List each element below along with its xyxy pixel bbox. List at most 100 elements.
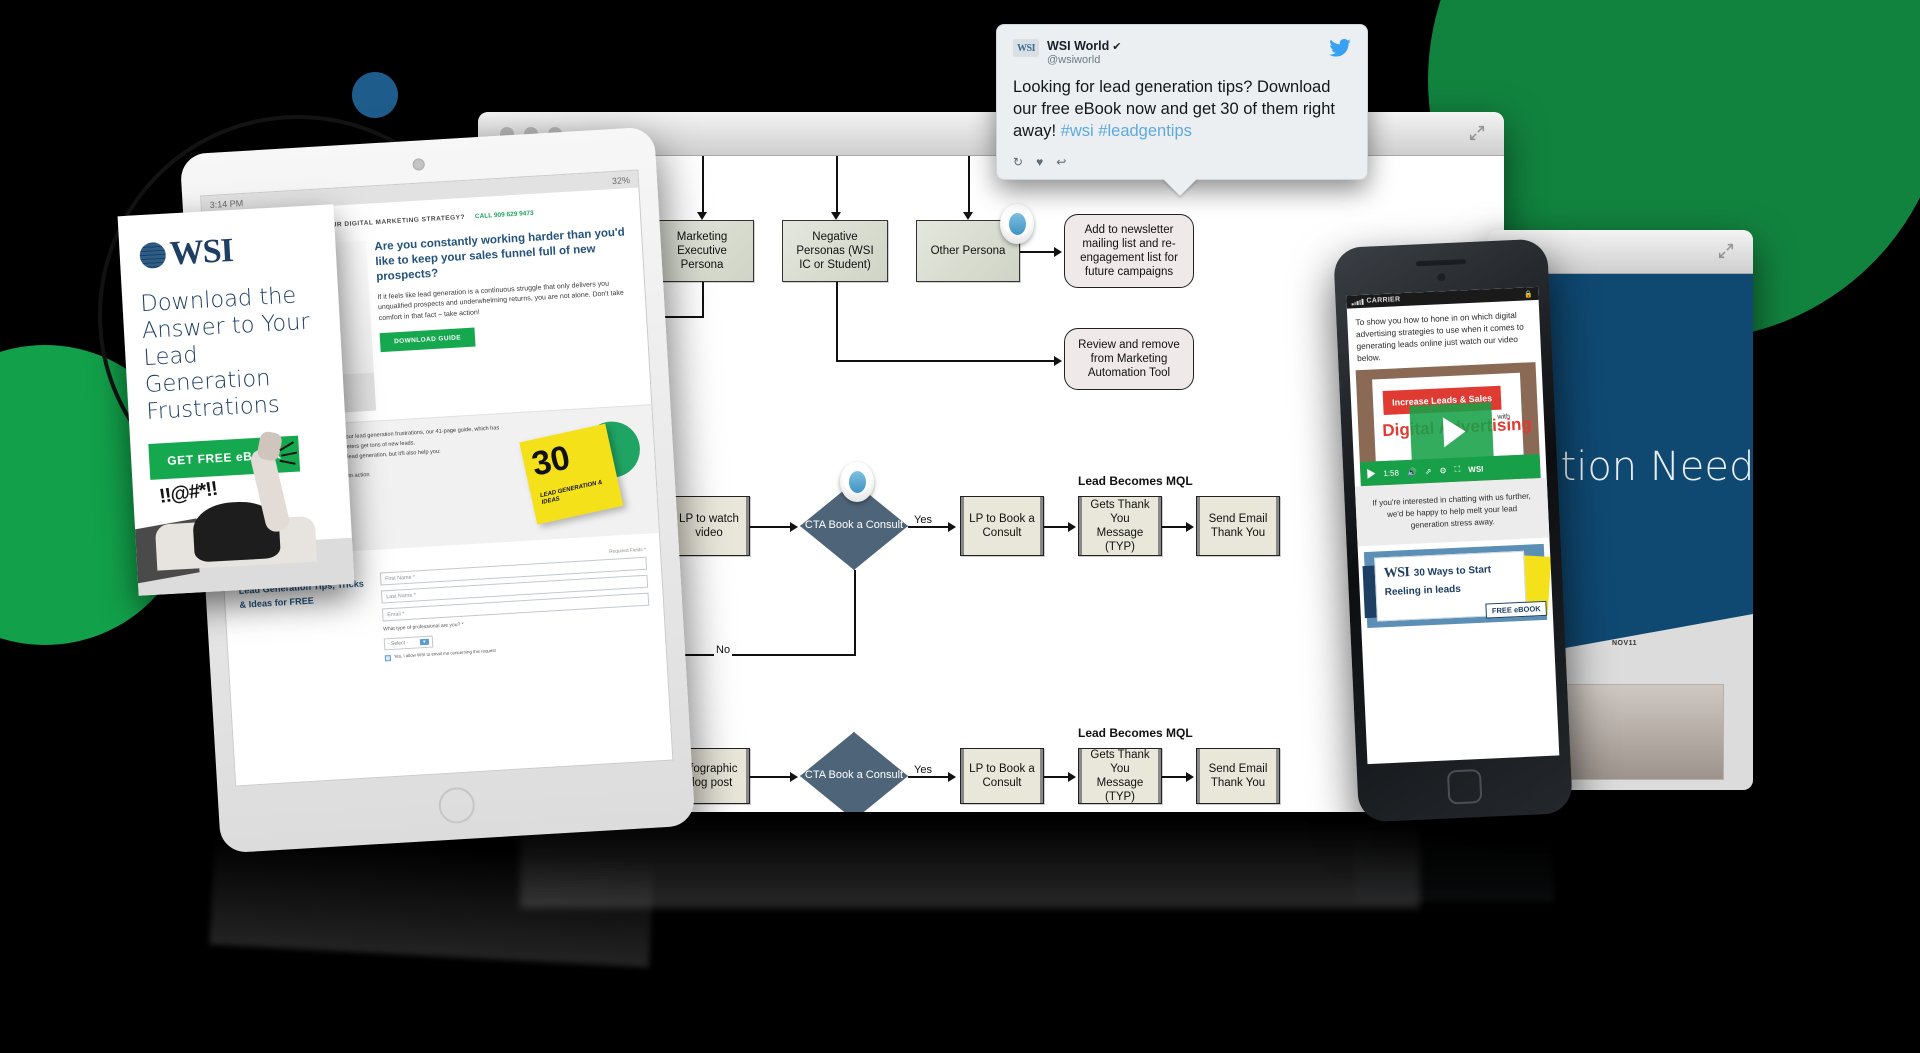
tweet-actions[interactable]: ↻ ♥ ↩ [1013, 155, 1351, 169]
flow-node-send-email-typ-2[interactable]: Send Email Thank You [1196, 748, 1280, 804]
tablet-home-button[interactable] [437, 786, 476, 825]
tablet-battery-label: 32% [611, 174, 631, 186]
decorative-blue-dot [352, 72, 398, 118]
tweet-hashtags[interactable]: #wsi #leadgentips [1060, 122, 1192, 141]
hero-headline: Are you constantly working harder than y… [374, 226, 626, 284]
phone-ebook-banner[interactable]: 30 WSI 30 Ways to Start Reeling in leads… [1362, 543, 1552, 629]
flow-node-cta-book-consult-2[interactable]: CTA Book a Consult [800, 732, 908, 812]
node-label: Other Persona [930, 244, 1006, 257]
header-phone: CALL 909 629 9473 [474, 209, 534, 220]
tablet-reflection [209, 834, 655, 968]
phone-video-player[interactable]: Increase Leads & Sales Digital Advertisi… [1355, 362, 1541, 487]
node-label: Negative Personas (WSI IC or Student) [796, 230, 874, 272]
tablet-camera-icon [411, 158, 425, 171]
tablet-clock: 3:14 PM [209, 197, 244, 210]
retweet-icon[interactable]: ↻ [1013, 155, 1024, 169]
browser-reflection [520, 818, 1420, 908]
phone-speaker-icon [1415, 259, 1466, 267]
node-label: Infographic blog post [680, 762, 738, 789]
flow-node-review-and-remove[interactable]: Review and remove from Marketing Automat… [1064, 328, 1194, 390]
reply-icon[interactable]: ↩ [1056, 155, 1067, 169]
node-label: CTA Book a Consult [804, 769, 904, 782]
video-watermark: WSI [1468, 464, 1484, 474]
verified-badge-icon: ✔ [1112, 41, 1122, 53]
phone-closing-text: If you're interested in chatting with us… [1354, 477, 1550, 547]
ebook-illustration: !!@#*!! [130, 430, 355, 596]
play-icon[interactable] [1367, 468, 1376, 479]
fullscreen-icon[interactable]: ⛶ [1454, 464, 1461, 474]
phone-screen[interactable]: CARRIER 🔒 To show you how to hone in on … [1346, 286, 1560, 765]
volume-icon[interactable]: 🔊 [1406, 467, 1418, 477]
node-label: LP to watch video [679, 512, 739, 539]
checkbox-icon[interactable] [384, 655, 392, 662]
gear-icon[interactable]: ⚙ [1439, 465, 1447, 476]
timeline-label-nov: NOV11 [1612, 640, 1638, 647]
frustration-text: !!@#*!! [157, 477, 219, 508]
node-label: Add to newsletter mailing list and re-en… [1080, 223, 1178, 279]
flow-node-gets-typ-1[interactable]: Gets Thank You Message (TYP) [1078, 496, 1162, 556]
node-label: Gets Thank You Message (TYP) [1090, 498, 1150, 554]
phone-device[interactable]: CARRIER 🔒 To show you how to hone in on … [1333, 238, 1573, 823]
wsi-wordmark: WSI [168, 231, 234, 273]
phone-reflection [1354, 822, 1554, 902]
ebook-headline: Download the Answer to Your Lead Generat… [139, 282, 311, 425]
twitter-bird-icon [1329, 38, 1351, 61]
video-time: 1:58 [1383, 467, 1400, 478]
tweet-body: Looking for lead generation tips? Downlo… [1013, 77, 1351, 143]
flow-node-lp-book-consult-2[interactable]: LP to Book a Consult [960, 748, 1044, 804]
edge-label-yes: Yes [912, 764, 934, 776]
play-button-overlay[interactable] [1409, 402, 1494, 462]
tweet-text: Looking for lead generation tips? Downlo… [1013, 78, 1335, 141]
node-label: Review and remove from Marketing Automat… [1078, 338, 1180, 380]
video-with-word: with [1497, 413, 1511, 421]
flow-node-add-to-newsletter[interactable]: Add to newsletter mailing list and re-en… [1064, 214, 1194, 288]
phone-camera-icon [1437, 273, 1446, 282]
flow-node-lp-watch-video[interactable]: LP to watch video [668, 496, 750, 556]
hero-paragraph: If it feels like lead generation is a co… [377, 279, 624, 322]
select-value: - Select - [387, 640, 409, 648]
node-label: Send Email Thank You [1208, 762, 1268, 789]
timeline-dot-2[interactable] [1620, 616, 1639, 635]
ebook-mockup: 30 LEAD GENERATION & IDEAS [519, 423, 624, 525]
profession-select[interactable]: - Select - ▾ [383, 635, 433, 651]
chevron-down-icon[interactable]: ▾ [419, 638, 429, 646]
ebook-mockup-illustration: 30 LEAD GENERATION & IDEAS [510, 416, 646, 532]
phone-carrier-label: CARRIER [1366, 296, 1401, 305]
edge-label-no: No [714, 644, 733, 656]
annotation-lead-becomes-mql-2: Lead Becomes MQL [1078, 726, 1193, 740]
avatar: WSI [1013, 39, 1039, 57]
expand-arrows-icon[interactable] [1468, 124, 1486, 142]
tweet-display-name: WSI World [1047, 39, 1110, 53]
signal-bars-icon [1351, 298, 1364, 305]
tweet-handle: @wsiworld [1047, 54, 1101, 66]
flow-node-gets-typ-2[interactable]: Gets Thank You Message (TYP) [1078, 748, 1162, 804]
phone-home-button[interactable] [1446, 768, 1483, 805]
flow-node-send-email-typ-1[interactable]: Send Email Thank You [1196, 496, 1280, 556]
download-guide-button[interactable]: DOWNLOAD GUIDE [379, 327, 476, 353]
consent-label: Yes, I allow WSI to email me concerning … [393, 647, 496, 659]
tweet-header: WSI WSI World ✔ @wsiworld [1013, 38, 1351, 67]
share-icon[interactable]: ⇗ [1424, 466, 1432, 476]
node-label: Gets Thank You Message (TYP) [1090, 748, 1150, 804]
node-label: LP to Book a Consult [969, 512, 1035, 539]
wsi-logo: WSI [1383, 565, 1410, 582]
phone-intro-text: To show you how to hone in on which digi… [1355, 309, 1524, 364]
collaboration-pin-cta-1[interactable] [840, 462, 874, 502]
globe-icon [139, 241, 167, 270]
lock-icon: 🔒 [1524, 290, 1534, 299]
like-icon[interactable]: ♥ [1036, 155, 1044, 169]
flow-node-marketing-executive-persona[interactable]: Marketing Executive Persona [650, 220, 754, 282]
flow-node-negative-personas[interactable]: Negative Personas (WSI IC or Student) [782, 220, 888, 282]
node-label: LP to Book a Consult [969, 762, 1035, 789]
annotation-lead-becomes-mql-1: Lead Becomes MQL [1078, 474, 1193, 488]
ebook-cover-card[interactable]: WSI Download the Answer to Your Lead Gen… [117, 204, 355, 596]
tweet-card[interactable]: WSI WSI World ✔ @wsiworld Looking for le… [996, 24, 1368, 180]
free-ebook-badge[interactable]: FREE eBOOK [1485, 600, 1547, 619]
expand-arrows-icon[interactable] [1717, 242, 1735, 260]
node-label: CTA Book a Consult [804, 519, 904, 532]
flow-node-lp-book-consult-1[interactable]: LP to Book a Consult [960, 496, 1044, 556]
collaboration-pin-other-persona[interactable] [1000, 204, 1034, 244]
node-label: Send Email Thank You [1208, 512, 1268, 539]
edge-label-yes: Yes [912, 514, 934, 526]
